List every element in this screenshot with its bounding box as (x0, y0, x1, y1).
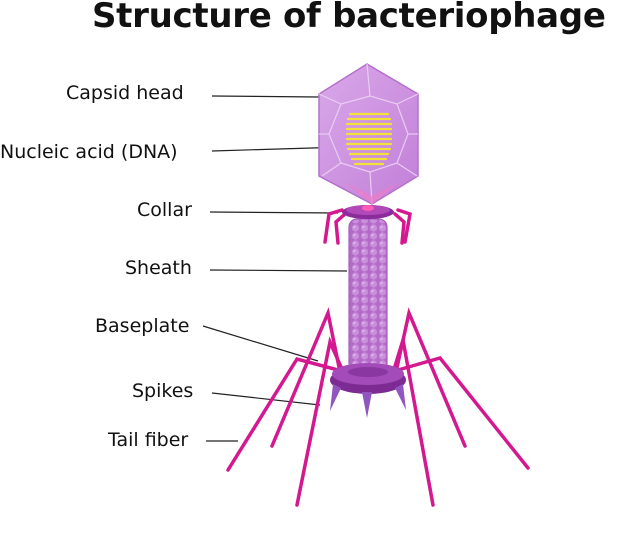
leader-line-baseplate (202, 325, 319, 362)
spike-3 (395, 384, 406, 410)
tail-fibers (226, 307, 530, 507)
collar-whiskers (323, 208, 412, 245)
whisker-right-2 (396, 208, 412, 244)
leader-line-spikes (211, 392, 321, 406)
label-capsid-head: Capsid head (66, 82, 184, 104)
spike-1 (330, 384, 341, 411)
leader-line-capsid-head (211, 95, 320, 98)
whisker-left-1 (323, 208, 344, 244)
diagram-title: Structure of bacteriophage (92, 0, 606, 36)
spikes (330, 384, 406, 418)
label-spikes: Spikes (132, 380, 194, 402)
tail-fiber-right (394, 307, 467, 448)
label-collar: Collar (137, 199, 192, 221)
sheath (348, 218, 388, 372)
label-sheath: Sheath (125, 257, 192, 279)
baseplate (330, 363, 406, 394)
tail-fiber-mid-left (295, 336, 347, 507)
label-tail-fiber: Tail fiber (108, 429, 189, 451)
leader-line-collar (209, 211, 339, 214)
whisker-right-1 (393, 212, 406, 245)
leader-line-sheath (209, 269, 348, 272)
spike-2 (362, 392, 372, 418)
label-baseplate: Baseplate (95, 315, 190, 337)
collar (342, 205, 394, 219)
nucleic-acid-dna (345, 112, 393, 166)
whisker-left-2 (334, 212, 347, 245)
tail-fiber-far-right (396, 355, 530, 470)
label-nucleic-acid: Nucleic acid (DNA) (0, 141, 178, 163)
